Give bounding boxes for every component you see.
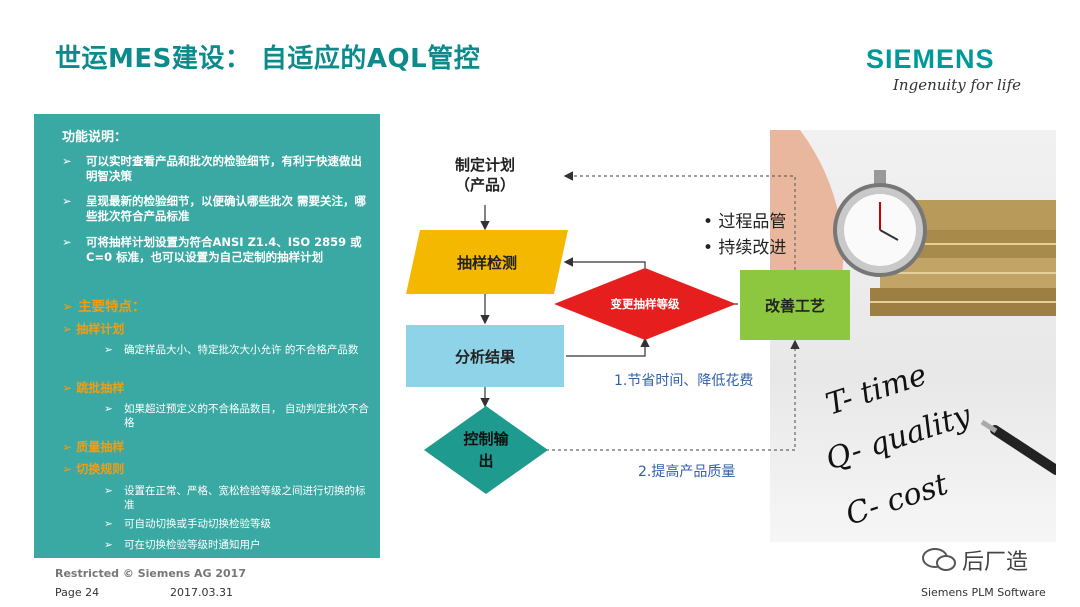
panel-item-text: 可以实时查看产品和批次的检验细节，有利于快速做出明智决策	[86, 154, 362, 183]
panel-item-text: 可将抽样计划设置为符合ANSI Z1.4、ISO 2859 或 C=0 标准，也…	[86, 235, 362, 264]
footer-company: Siemens PLM Software	[921, 586, 1046, 599]
footer-date: 2017.03.31	[170, 586, 233, 599]
watermark-text: 后厂造	[962, 550, 1029, 575]
improve-bullets: • 过程品管 • 持续改进	[703, 209, 786, 261]
arrow-bullet-icon: ➢	[62, 154, 72, 168]
step-analysis: 分析结果	[406, 325, 564, 387]
arrow-bullet-icon: ➢	[104, 518, 113, 530]
step-sampling-shape	[406, 230, 568, 294]
arrow-bullet-icon: ➢	[104, 485, 113, 497]
feature-sub-text: 如果超过预定义的不合格品数目， 自动判定批次不合格	[124, 403, 369, 429]
panel-heading: 功能说明：	[62, 130, 128, 145]
feature-sub-text: 设置在正常、严格、宽松检验等级之间进行切换的标准	[124, 485, 366, 511]
feature-quality-sampling: ➢ 质量抽样	[62, 440, 125, 454]
feature-sub-text: 确定样品大小、特定批次大小允许 的不合格产品数	[124, 344, 359, 356]
step-plan: 制定计划 （产品）	[406, 145, 564, 205]
siemens-logo: SIEMENS	[866, 44, 995, 74]
arrow-bullet-icon: ➢	[62, 194, 72, 208]
chat-bubble-icon	[922, 548, 956, 571]
step-improve: 改善工艺	[740, 270, 850, 340]
panel-item-text: 呈现最新的检验细节，以便确认哪些批次 需要关注，哪些批次符合产品标准	[86, 194, 367, 223]
step-control-shape	[424, 406, 548, 494]
step-sampling-label: 抽样检测	[456, 253, 517, 272]
connector-arrow	[566, 337, 650, 357]
decision-change-label: 变更抽样等级	[610, 297, 680, 311]
feature-panel: 功能说明： ➢ 可以实时查看产品和批次的检验细节，有利于快速做出明智决策 ➢ 呈…	[34, 114, 380, 558]
step-analysis-label: 分析结果	[454, 347, 515, 366]
dashed-connector	[546, 339, 800, 451]
logo-tagline: Ingenuity for life	[893, 76, 1021, 94]
bullet-process-qc: • 过程品管	[703, 212, 787, 232]
arrow-bullet-icon: ➢	[62, 235, 72, 249]
feature-sub-text: 可自动切换或手动切换检验等级	[124, 518, 271, 530]
feature-sub-text: 可在切换检验等级时通知用户	[124, 539, 261, 551]
step-improve-label: 改善工艺	[764, 296, 825, 315]
arrow-bullet-icon: ➢	[104, 403, 113, 415]
feature-skip-lot: ➢ 跳批抽样	[62, 381, 125, 395]
step-sampling: 抽样检测	[406, 230, 568, 294]
bullet-continuous-improve: • 持续改进	[703, 238, 787, 258]
step-control: 控制输 出	[424, 406, 548, 494]
benefit-note-1: 1.节省时间、降低花费	[614, 373, 754, 389]
arrow-bullet-icon: ➢	[104, 539, 113, 551]
benefit-note-2: 2.提高产品质量	[638, 464, 736, 480]
dashed-connector	[563, 171, 796, 270]
arrow-bullet-icon: ➢	[104, 344, 113, 356]
stopwatch-icon	[833, 170, 927, 277]
watermark: 后厂造	[922, 544, 1028, 576]
features-heading: ➢ 主要特点：	[62, 299, 146, 315]
decision-change: 变更抽样等级	[554, 268, 736, 340]
step-control-label: 控制输 出	[463, 430, 509, 470]
decision-change-shape	[554, 268, 736, 340]
footer-page: Page 24	[55, 586, 100, 599]
step-plan-label: 制定计划 （产品）	[454, 156, 515, 194]
page-title: 世运MES建设： 自适应的AQL管控	[55, 44, 481, 74]
feature-switching-rules: ➢ 切换规则	[62, 462, 125, 476]
photo-illustration: T- time Q- quality C- cost	[770, 130, 1056, 533]
pen-icon	[980, 419, 1056, 475]
feature-sampling-plan: ➢ 抽样计划	[62, 322, 125, 336]
footer-restricted: Restricted © Siemens AG 2017	[55, 567, 246, 580]
connector-arrow	[563, 257, 646, 268]
